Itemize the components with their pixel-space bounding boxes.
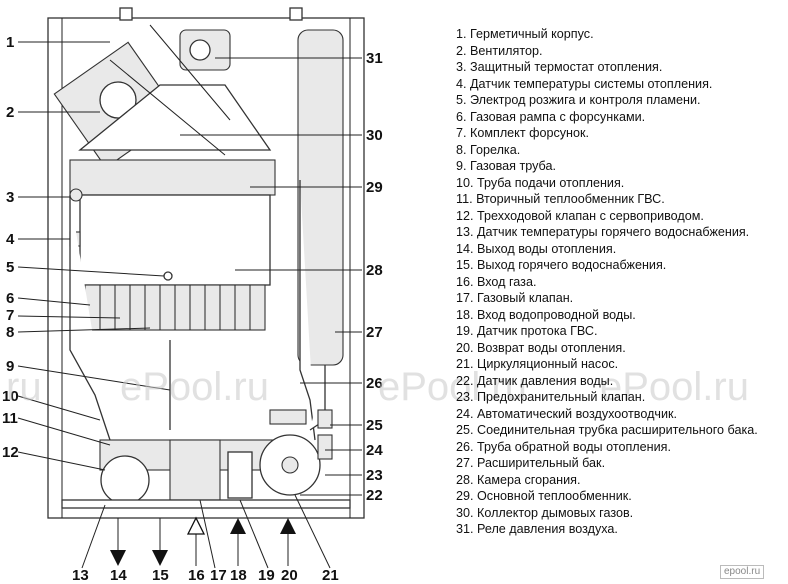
gas-valve xyxy=(169,439,221,501)
watermark-2: ePool.ru xyxy=(120,365,269,409)
callout-17: 17 xyxy=(210,567,227,584)
callout-9: 9 xyxy=(6,358,14,375)
callout-10: 10 xyxy=(2,388,19,405)
callout-8: 8 xyxy=(6,324,14,341)
legend-item: 5. Электрод розжига и контроля пламени. xyxy=(456,93,701,107)
right-leaders xyxy=(180,57,362,496)
site-logo: epool.ru xyxy=(720,565,765,579)
main-heat-exchanger xyxy=(69,159,276,196)
legend-item: 26. Труба обратной воды отопления. xyxy=(456,439,671,454)
burner-nozzles xyxy=(99,285,251,330)
callout-7: 7 xyxy=(6,307,14,324)
flow-sensor xyxy=(227,451,253,499)
callout-11: 11 xyxy=(2,410,18,427)
legend-item: 11. Вторичный теплообменник ГВС. xyxy=(456,192,665,206)
legend-item: 6. Газовая рампа с форсунками. xyxy=(456,109,646,124)
watermark-3: ePool.ru xyxy=(378,365,527,409)
legend-item: 4. Датчик температуры системы отопления. xyxy=(456,76,713,91)
callout-2: 2 xyxy=(6,104,14,121)
connection-arrows xyxy=(110,516,296,566)
ignition-electrode xyxy=(163,271,173,281)
circulation-pump-hub xyxy=(281,456,299,474)
callout-5: 5 xyxy=(6,259,14,276)
bottom-leaders xyxy=(81,494,331,569)
callout-6: 6 xyxy=(6,290,14,307)
legend-item: 17. Газовый клапан. xyxy=(456,291,574,305)
callout-30: 30 xyxy=(366,127,383,144)
callout-18: 18 xyxy=(230,567,247,584)
left-leaders xyxy=(17,41,171,471)
callout-19: 19 xyxy=(258,567,275,584)
callout-24: 24 xyxy=(366,442,383,459)
parts-legend: 1. Герметичный корпус. 2. Вентилятор. 3. З… xyxy=(456,26,758,538)
legend-item: 29. Основной теплообменник. xyxy=(456,489,632,503)
callout-23: 23 xyxy=(366,467,383,484)
callout-27: 27 xyxy=(366,324,383,341)
callout-12: 12 xyxy=(2,444,19,461)
legend-item: 12. Трехходовой клапан с сервоприводом. xyxy=(456,208,704,223)
legend-item: 21. Циркуляционный насос. xyxy=(456,357,619,371)
callout-4: 4 xyxy=(6,231,15,248)
legend-item: 30. Коллектор дымовых газов. xyxy=(456,505,634,520)
legend-item: 14. Выход воды отопления. xyxy=(456,241,617,256)
callout-3: 3 xyxy=(6,189,14,206)
auto-air-vent xyxy=(317,409,333,429)
legend-item: 3. Защитный термостат отопления. xyxy=(456,60,663,74)
legend-item: 25. Соединительная трубка расширительног… xyxy=(456,423,758,437)
legend-item: 8. Горелка. xyxy=(456,142,521,157)
safety-valve xyxy=(317,434,333,460)
top-tab-left xyxy=(119,7,133,21)
legend-item: 31. Реле давления воздуха. xyxy=(456,522,618,536)
legend-item: 15. Выход горячего водоснабжения. xyxy=(456,258,667,272)
top-tab-right xyxy=(289,7,303,21)
air-pressure-switch-dial xyxy=(189,39,211,61)
callout-1: 1 xyxy=(6,34,14,51)
combustion-chamber xyxy=(79,194,271,286)
legend-item: 2. Вентилятор. xyxy=(456,43,543,58)
flue-collector xyxy=(78,84,272,151)
fan xyxy=(99,81,137,119)
legend-item: 16. Вход газа. xyxy=(456,274,537,289)
watermark-4: ePool.ru xyxy=(600,365,749,409)
callout-14: 14 xyxy=(110,567,127,584)
expansion-tank xyxy=(297,29,344,366)
safety-thermostat xyxy=(69,188,83,202)
legend-item: 24. Автоматический воздухоотводчик. xyxy=(456,406,678,421)
callout-13: 13 xyxy=(72,567,89,584)
legend-item: 27. Расширительный бак. xyxy=(456,456,606,470)
pressure-gauge-sensor xyxy=(269,409,307,425)
watermark-1: ru xyxy=(6,365,42,409)
legend-item: 28. Камера сгорания. xyxy=(456,472,581,487)
legend-item: 19. Датчик протока ГВС. xyxy=(456,324,598,338)
legend-item: 9. Газовая труба. xyxy=(456,159,556,173)
legend-item: 10. Труба подачи отопления. xyxy=(456,175,625,190)
legend-item: 7. Комплект форсунок. xyxy=(456,126,590,140)
three-way-valve xyxy=(100,455,150,505)
legend-item: 22. Датчик давления воды. xyxy=(456,373,614,388)
legend-item: 13. Датчик температуры горячего водоснаб… xyxy=(456,225,750,239)
callout-15: 15 xyxy=(152,567,169,584)
legend-item: 1. Герметичный корпус. xyxy=(456,27,594,41)
callout-25: 25 xyxy=(366,417,383,434)
callout-20: 20 xyxy=(281,567,298,584)
callout-28: 28 xyxy=(366,262,383,279)
legend-item: 20. Возврат воды отопления. xyxy=(456,340,626,355)
legend-item: 18. Вход водопроводной воды. xyxy=(456,307,636,322)
callout-21: 21 xyxy=(322,567,339,584)
callout-16: 16 xyxy=(188,567,205,584)
callout-31: 31 xyxy=(366,50,383,67)
callout-29: 29 xyxy=(366,179,383,196)
callout-26: 26 xyxy=(366,375,383,392)
callout-22: 22 xyxy=(366,487,383,504)
bottom-plate xyxy=(61,499,351,509)
legend-item: 23. Предохранительный клапан. xyxy=(456,390,646,404)
